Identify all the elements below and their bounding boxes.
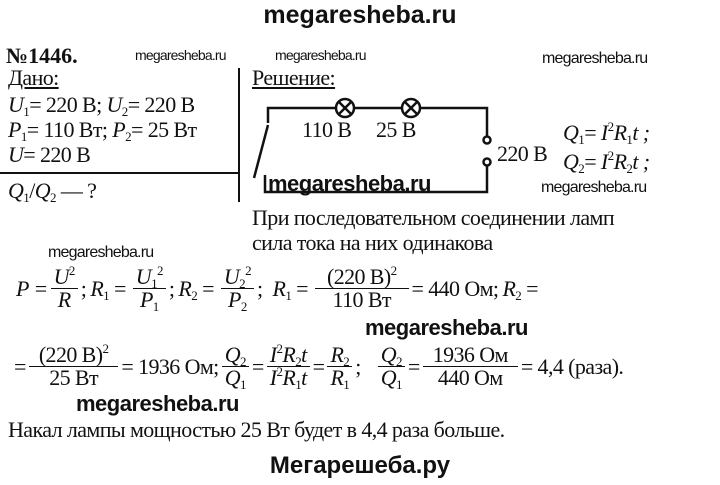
given-powers: P1= 110 Вт; P2= 25 Вт [8,117,197,144]
watermark: megaresheba.ru [275,47,367,63]
find-ratio: Q1/Q2 — ? [8,178,97,205]
watermark: megaresheba.ru [268,171,431,196]
watermark: megaresheba.ru [542,50,648,67]
given-title: Дано: [8,65,59,90]
circuit-diagram [252,97,492,194]
source-label: 220 В [497,141,548,166]
watermark: megaresheba.ru [365,315,528,340]
explanation-line2: сила тока на них одинакова [252,230,493,255]
lamp1-label: 110 В [302,117,352,142]
watermark: megaresheba.ru [76,391,239,416]
explanation-line1: При последовательном соединении ламп [252,205,615,230]
watermark: megaresheba.ru [48,244,154,261]
vertical-divider [238,68,240,202]
terminal-icon [482,157,492,167]
given-divider [0,172,238,174]
lamp-cross [338,101,352,115]
switch-icon [252,124,270,179]
given-source-voltage: U= 220 В [8,142,91,167]
wire [263,166,489,194]
site-header[interactable]: megaresheba.ru [263,1,457,29]
lamp2-label: 25 В [376,117,416,142]
watermark: megaresheba.ru [135,47,227,63]
given-voltages: U1= 220 В; U2= 220 В [8,92,195,119]
problem-number: №1446. [6,43,78,68]
watermark: megaresheba.ru [541,179,647,196]
solution-title: Решение: [252,65,336,90]
wire [421,106,489,136]
site-footer[interactable]: Мегарешеба.ру [269,452,451,479]
wire [266,106,335,123]
q1-formula: Q1= I2R1t ; [563,119,650,147]
conclusion: Накал лампы мощностью 25 Вт будет в 4,4 … [8,417,505,442]
terminal-icon [482,135,492,145]
lamp-cross [404,101,418,115]
q2-formula: Q2= I2R2t ; [563,148,650,176]
